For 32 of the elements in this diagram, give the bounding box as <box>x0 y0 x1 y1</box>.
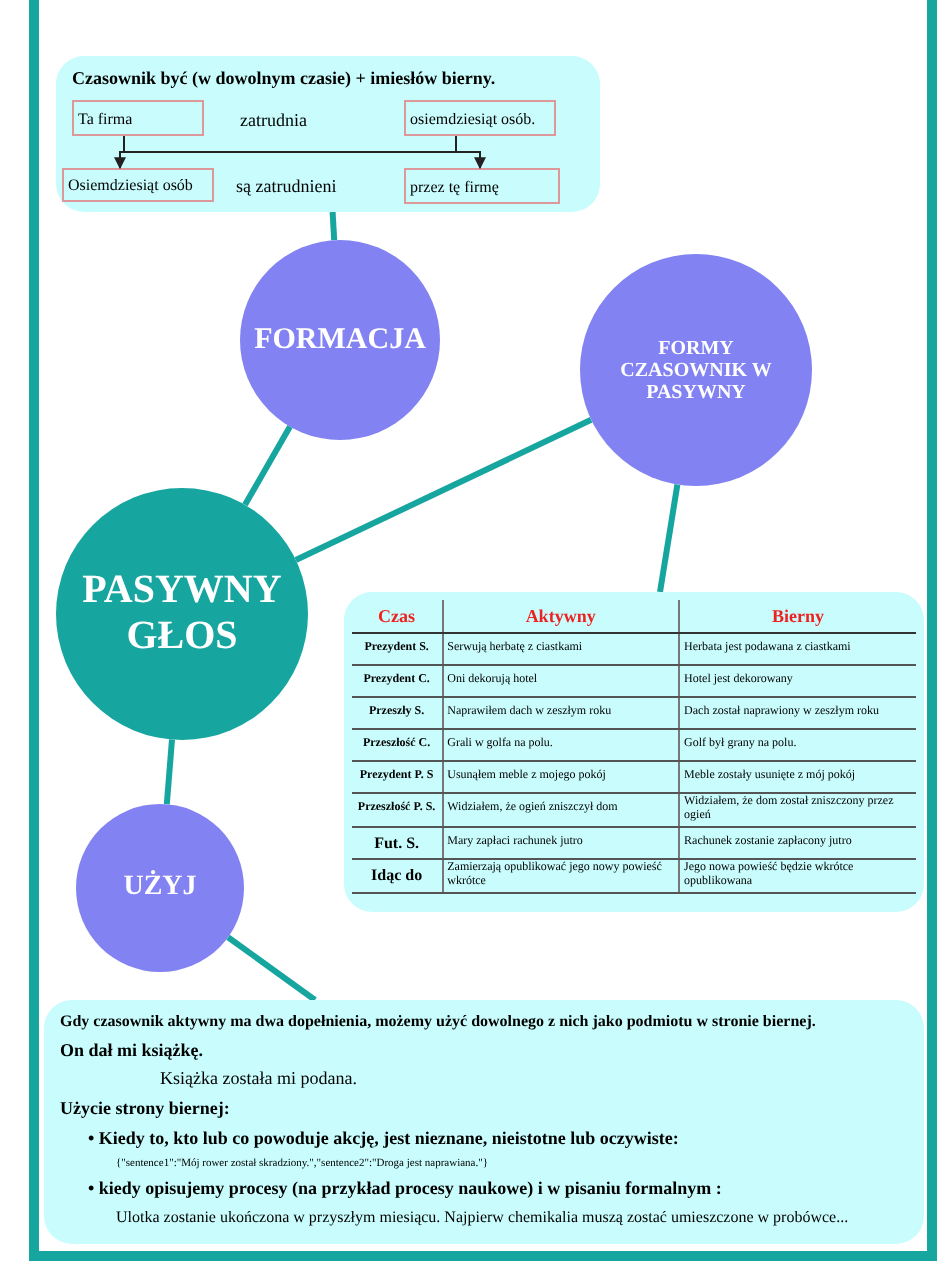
column-header: Bierny <box>679 600 916 633</box>
connector-line <box>294 417 593 563</box>
connector-line <box>163 739 175 805</box>
heading-text: Czasownik być (w dowolnym czasie) + imiesłów bierny. <box>72 68 496 88</box>
note-text: Gdy czasownik aktywny ma dwa dopełnienia, możemy użyć dowolnego z nich jako podmiotu w stronie biernej. <box>60 1012 818 1032</box>
bullet-point: • kiedy opisujemy procesy (na przykład procesy naukowe) i w pisaniu formalnym : <box>88 1178 724 1201</box>
section-heading: Użycie strony biernej: <box>60 1098 232 1120</box>
word-box: Osiemdziesiąt osób <box>62 168 214 202</box>
notes-panel <box>44 1000 924 1244</box>
example-sentence: On dał mi książkę. <box>60 1039 206 1061</box>
column-header: Aktywny <box>442 600 680 633</box>
word-box: Ta firma <box>72 100 204 136</box>
connector-line <box>329 211 338 241</box>
central-circle: PASYWNY GŁOS <box>56 488 308 740</box>
verb-text: zatrudnia <box>240 110 307 130</box>
topic-circle: UŻYJ <box>76 804 244 972</box>
tense-name: Idąc do <box>352 858 443 893</box>
table-panel <box>344 592 924 912</box>
formation-panel <box>56 56 600 212</box>
connector-line <box>226 934 317 1003</box>
column-header: Czas <box>352 600 443 633</box>
connector-line <box>657 484 681 593</box>
connector-line <box>242 425 293 507</box>
topic-circle: FORMACJA <box>240 240 440 440</box>
bullet-point: • Kiedy to, kto lub co powoduje akcję, jest nieznane, nieistotne lub oczywiste: <box>88 1127 681 1150</box>
example-sentence: Książka została mi podana. <box>160 1068 359 1091</box>
example-text: Ulotka zostanie ukończona w przyszłym miesiącu. Najpierw chemikalia muszą zostać umieszczone w probówce... <box>116 1208 851 1228</box>
verb-text: są zatrudnieni <box>236 176 337 196</box>
tense-name: Fut. S. <box>352 826 443 859</box>
topic-circle: FORMY CZASOWNIK W PASYWNY <box>580 254 812 486</box>
word-box: przez tę firmę <box>404 168 560 204</box>
word-box: osiemdziesiąt osób. <box>404 100 556 136</box>
